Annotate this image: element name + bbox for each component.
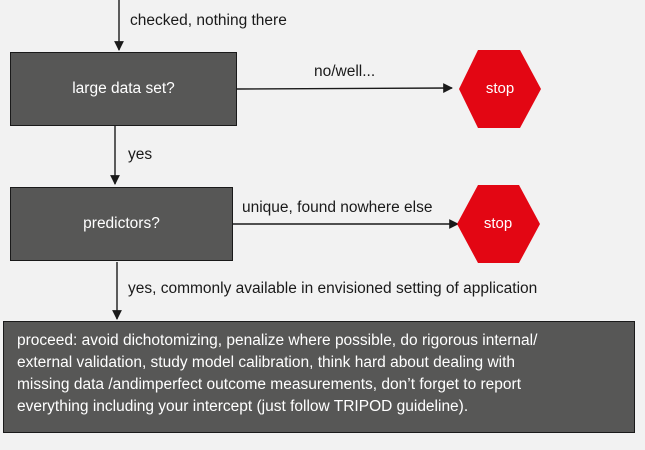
stop-label-1: stop (485, 80, 515, 97)
stop-hexagon-1 (459, 50, 541, 128)
proceed-line-1: proceed: avoid dichotomizing, penalize w… (17, 332, 538, 349)
edge-label-yes: yes (128, 146, 153, 163)
proceed-line-4: everything including your intercept (jus… (17, 398, 469, 415)
node-proceed: proceed: avoid dichotomizing, penalize w… (3, 321, 635, 433)
edge-label-unique: unique, found nowhere else (242, 199, 433, 216)
edge-label-no-well: no/well... (314, 63, 376, 80)
proceed-line-3: missing data /andimperfect outcome measu… (17, 376, 521, 393)
arrow-large-to-stop (236, 83, 453, 93)
edge-label-checked: checked, nothing there (130, 12, 287, 29)
edge-label-yes-commonly: yes, commonly available in envisioned se… (128, 280, 538, 297)
node-predictors: predictors? (10, 187, 233, 261)
stop-label-2: stop (483, 215, 513, 232)
node-large-data-set: large data set? (10, 52, 237, 126)
proceed-line-2: external validation, study model calibra… (17, 354, 516, 371)
stop-hexagon-2 (457, 185, 540, 263)
